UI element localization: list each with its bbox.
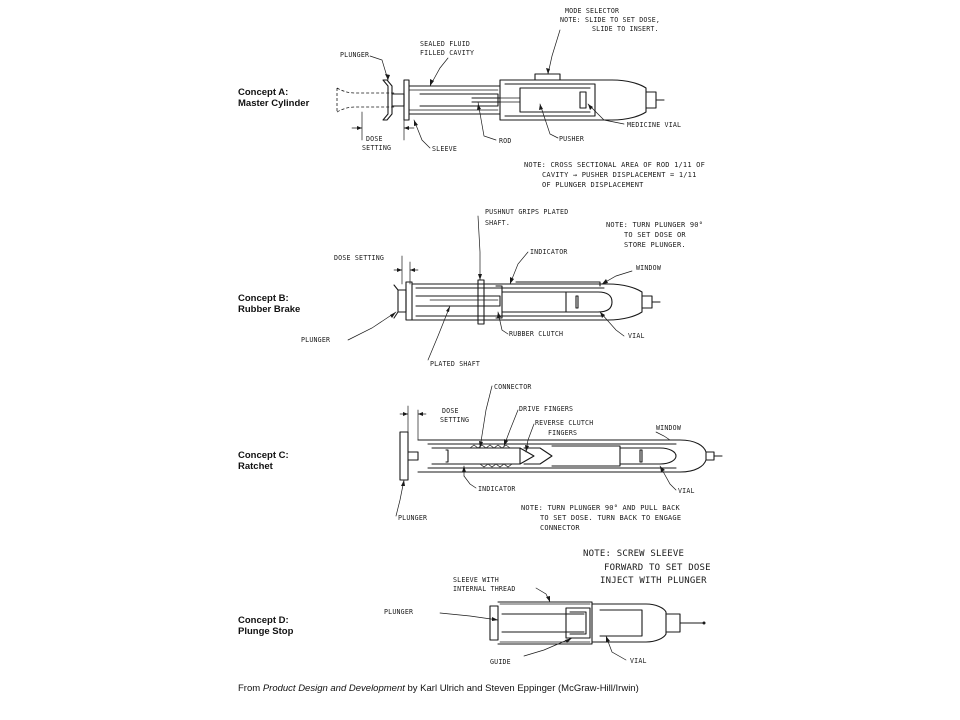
concept-d-drawing: SLEEVE WITH INTERNAL THREAD PLUNGER GUID… [384, 549, 711, 666]
concept-c-drawing: CONNECTOR DOSE SETTING DRIVE FINGERS REV… [395, 383, 723, 532]
concept-c-callout-dose-2: SETTING [440, 416, 469, 424]
concept-c-callout-drive: DRIVE FINGERS [519, 405, 573, 413]
concept-c-callout-dose-1: DOSE [442, 407, 459, 415]
concept-b-title: Concept B: [238, 293, 289, 304]
concept-a-callout-mode-1: MODE SELECTOR [565, 7, 619, 15]
concept-b-note-3: STORE PLUNGER. [624, 241, 686, 249]
concept-b-note-1: NOTE: TURN PLUNGER 90° [606, 221, 703, 229]
concept-a-callout-pusher: PUSHER [559, 135, 584, 143]
concept-b-label: Concept B: Rubber Brake [238, 293, 300, 315]
concept-c-note-2: TO SET DOSE. TURN BACK TO ENGAGE [540, 514, 681, 522]
concept-c-callout-reverse-2: FINGERS [548, 429, 577, 437]
concept-a-drawing: PLUNGER SEALED FLUID FILLED CAVITY MODE … [336, 7, 705, 189]
concept-a-callout-sealed-2: FILLED CAVITY [420, 49, 474, 57]
concept-b-callout-pushnut-2: SHAFT. [485, 219, 510, 227]
concept-d-callout-plunger: PLUNGER [384, 608, 413, 616]
concept-a-title: Concept A: [238, 87, 289, 98]
concept-b-callout-plunger: PLUNGER [301, 336, 330, 344]
concept-a-callout-vial: MEDICINE VIAL [627, 121, 681, 129]
concept-b-callout-indicator: INDICATOR [530, 248, 568, 256]
concept-a-callout-sleeve: SLEEVE [432, 145, 457, 153]
concept-a-note-2: CAVITY → PUSHER DISPLACEMENT = 1/11 [542, 171, 697, 179]
source-credit: From Product Design and Development by K… [238, 683, 639, 694]
concept-d-subtitle: Plunge Stop [238, 626, 294, 637]
concept-d-title: Concept D: [238, 615, 289, 626]
credit-book-title: Product Design and Development [262, 683, 405, 694]
concept-a-note-3: OF PLUNGER DISPLACEMENT [542, 181, 644, 189]
concept-d-callout-guide: GUIDE [490, 658, 511, 666]
concept-a-callout-dose-2: SETTING [362, 144, 391, 152]
concept-a-subtitle: Master Cylinder [238, 98, 310, 109]
concept-d-callout-sleeve-1: SLEEVE WITH [453, 576, 499, 584]
concept-c-callout-vial: VIAL [678, 487, 695, 495]
concept-c-callout-connector: CONNECTOR [494, 383, 532, 391]
concept-c-callout-indicator: INDICATOR [478, 485, 516, 493]
concept-d-label: Concept D: Plunge Stop [238, 615, 293, 637]
concept-c-label: Concept C: Ratchet [238, 450, 289, 472]
concept-b-callout-clutch: RUBBER CLUTCH [509, 330, 563, 338]
concept-c-title: Concept C: [238, 450, 289, 461]
concept-c-note-3: CONNECTOR [540, 524, 580, 532]
concept-c-subtitle: Ratchet [238, 461, 273, 472]
concept-b-note-2: TO SET DOSE OR [624, 231, 686, 239]
concept-b-callout-window: WINDOW [636, 264, 661, 272]
concept-a-callout-rod: ROD [499, 137, 512, 145]
concept-a-callout-mode-3: SLIDE TO INSERT. [592, 25, 659, 33]
concept-c-callout-plunger: PLUNGER [398, 514, 427, 522]
concept-b-callout-dose: DOSE SETTING [334, 254, 384, 262]
concept-d-callout-sleeve-2: INTERNAL THREAD [453, 585, 516, 593]
concept-d-note-1: NOTE: SCREW SLEEVE [583, 549, 684, 559]
concept-a-callout-mode-2: NOTE: SLIDE TO SET DOSE, [560, 16, 660, 24]
concept-c-note-1: NOTE: TURN PLUNGER 90° AND PULL BACK [521, 504, 681, 512]
concept-a-callout-plunger: PLUNGER [340, 51, 369, 59]
concept-c-callout-reverse-1: REVERSE CLUTCH [535, 419, 593, 427]
concept-a-callout-sealed-1: SEALED FLUID [420, 40, 470, 48]
concept-b-drawing: PUSHNUT GRIPS PLATED SHAFT. DOSE SETTING… [301, 208, 703, 368]
concept-b-callout-pushnut-1: PUSHNUT GRIPS PLATED [485, 208, 568, 216]
concept-d-note-3: INJECT WITH PLUNGER [600, 576, 707, 586]
credit-suffix: by Karl Ulrich and Steven Eppinger (McGr… [404, 683, 639, 694]
concept-c-callout-window: WINDOW [656, 424, 681, 432]
concept-a-note-1: NOTE: CROSS SECTIONAL AREA OF ROD 1/11 O… [524, 161, 705, 169]
concept-d-note-2: FORWARD TO SET DOSE [604, 563, 711, 573]
concept-b-callout-vial: VIAL [628, 332, 645, 340]
concept-a-callout-dose-1: DOSE [366, 135, 383, 143]
concept-b-subtitle: Rubber Brake [238, 304, 301, 315]
concept-d-callout-vial: VIAL [630, 657, 647, 665]
credit-prefix: From [238, 683, 263, 694]
concept-b-callout-shaft: PLATED SHAFT [430, 360, 480, 368]
concept-a-label: Concept A: Master Cylinder [238, 87, 309, 109]
